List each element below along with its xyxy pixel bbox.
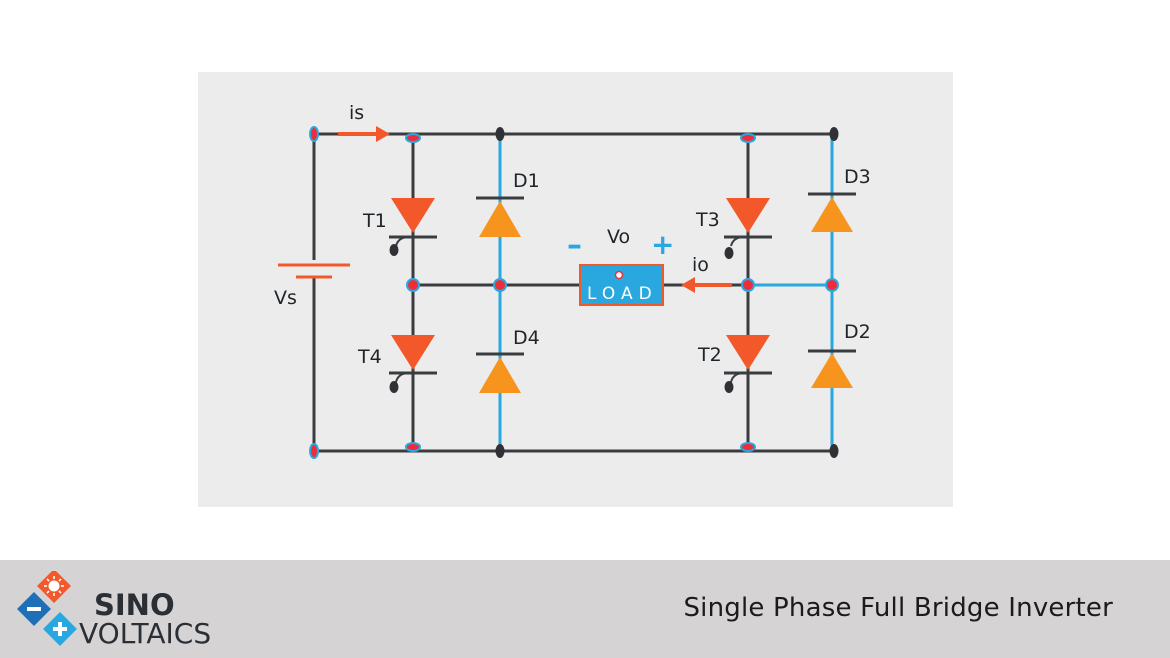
t3-label: T3	[695, 209, 720, 231]
source-voltage-label: Vs	[274, 287, 297, 309]
page-title: Single Phase Full Bridge Inverter	[683, 593, 1113, 623]
circuit-diagram: Vs is T1 T4 T3	[274, 102, 871, 459]
plus-sign: +	[651, 228, 674, 261]
t1-label: T1	[362, 210, 387, 232]
d1-label: D1	[513, 170, 540, 192]
output-current-label: io	[692, 254, 709, 276]
diode-d4	[476, 352, 524, 393]
logo-text-sino: SINO	[94, 588, 175, 622]
circuit-wires	[312, 132, 834, 453]
load-box	[579, 264, 664, 306]
t2-label: T2	[697, 344, 722, 366]
thyristor-t4	[389, 335, 437, 393]
d4-label: D4	[513, 327, 540, 349]
output-voltage-label: Vo	[607, 226, 630, 248]
t4-label: T4	[357, 346, 382, 368]
junction-nodes	[309, 126, 839, 459]
diode-wires	[498, 134, 834, 451]
sinovoltaics-logo: SINO VOLTAICS	[16, 569, 211, 651]
logo-text-voltaics: VOLTAICS	[79, 617, 212, 650]
thyristor-t1	[389, 198, 437, 256]
source-current-label: is	[349, 102, 364, 124]
sun-icon	[37, 569, 71, 603]
terminal-dots	[495, 127, 839, 458]
load-label: LOAD	[587, 284, 658, 304]
footer-bar: SINO VOLTAICS Single Phase Full Bridge I…	[0, 560, 1170, 658]
output-current-arrow	[681, 277, 732, 293]
logo-mark	[17, 569, 77, 646]
minus-sign: –	[567, 228, 582, 263]
minus-icon	[17, 592, 51, 626]
diode-d3	[808, 192, 856, 232]
diode-d1	[476, 196, 524, 237]
thyristor-t2	[724, 335, 772, 393]
d3-label: D3	[844, 166, 871, 188]
thyristor-t3	[724, 198, 772, 259]
circuit-diagram-panel: Vs is T1 T4 T3	[198, 72, 953, 507]
plus-icon	[43, 612, 77, 646]
battery-symbol	[278, 263, 350, 279]
diode-d2	[808, 349, 856, 388]
d2-label: D2	[844, 321, 871, 343]
source-current-arrow	[338, 126, 390, 142]
